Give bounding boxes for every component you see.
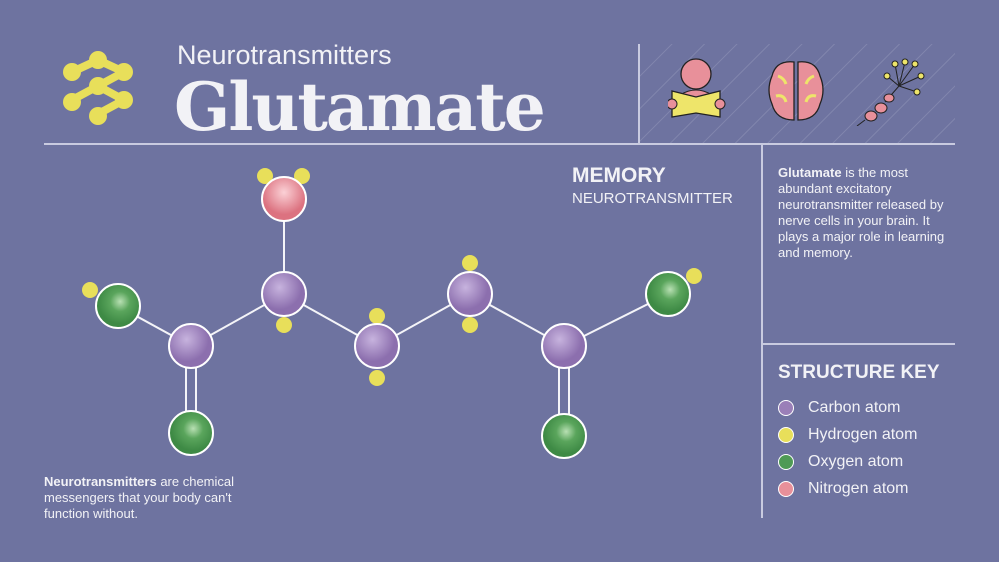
carbon-dot-icon: [778, 399, 794, 416]
structure-key-title: STRUCTURE KEY: [778, 362, 940, 383]
footnote: Neurotransmitters are chemical messenger…: [44, 474, 264, 522]
footnote-bold: Neurotransmitters: [44, 474, 157, 489]
divider: [761, 144, 763, 518]
divider: [44, 143, 955, 145]
divider: [762, 343, 955, 345]
bonds: [117, 199, 669, 436]
memory-subheading: NEUROTRANSMITTER: [572, 190, 733, 207]
carbon-atom: [541, 323, 587, 369]
memory-heading: MEMORY: [572, 164, 666, 187]
oxygen-atom: [645, 271, 691, 317]
subtitle: Neurotransmitters: [177, 40, 392, 70]
key-item-carbon: Carbon atom: [778, 398, 901, 417]
person-reading-icon: [668, 58, 726, 118]
key-item-hydrogen: Hydrogen atom: [778, 425, 917, 444]
oxygen-atom: [541, 413, 587, 459]
footnote-text: are chemical messengers that your body c…: [44, 474, 235, 521]
nitrogen-dot-icon: [778, 480, 794, 497]
carbon-atom: [447, 271, 493, 317]
key-item-nitrogen: Nitrogen atom: [778, 479, 909, 498]
key-label: Nitrogen atom: [808, 480, 909, 497]
oxygen-atom: [168, 410, 214, 456]
key-label: Carbon atom: [808, 399, 901, 416]
neuron-icon: [856, 58, 925, 126]
key-label: Hydrogen atom: [808, 426, 918, 443]
description-bold: Glutamate: [778, 165, 842, 180]
molecule-logo-icon: [63, 51, 133, 125]
hydrogen-atoms: [82, 168, 702, 386]
glutamate-molecule-diagram: [82, 168, 702, 459]
nitrogen-atom: [261, 176, 307, 222]
oxygen-atom: [95, 283, 141, 329]
key-item-oxygen: Oxygen atom: [778, 452, 903, 471]
carbon-atom: [261, 271, 307, 317]
page-title: Glutamate: [174, 68, 546, 146]
carbon-atom: [354, 323, 400, 369]
key-label: Oxygen atom: [808, 453, 904, 470]
description: Glutamate is the most abundant excitator…: [778, 165, 953, 261]
brain-icon: [768, 61, 824, 121]
divider: [638, 44, 640, 144]
carbon-atom: [168, 323, 214, 369]
description-text: is the most abundant excitatory neurotra…: [778, 165, 945, 260]
oxygen-dot-icon: [778, 453, 794, 470]
hydrogen-dot-icon: [778, 426, 794, 443]
